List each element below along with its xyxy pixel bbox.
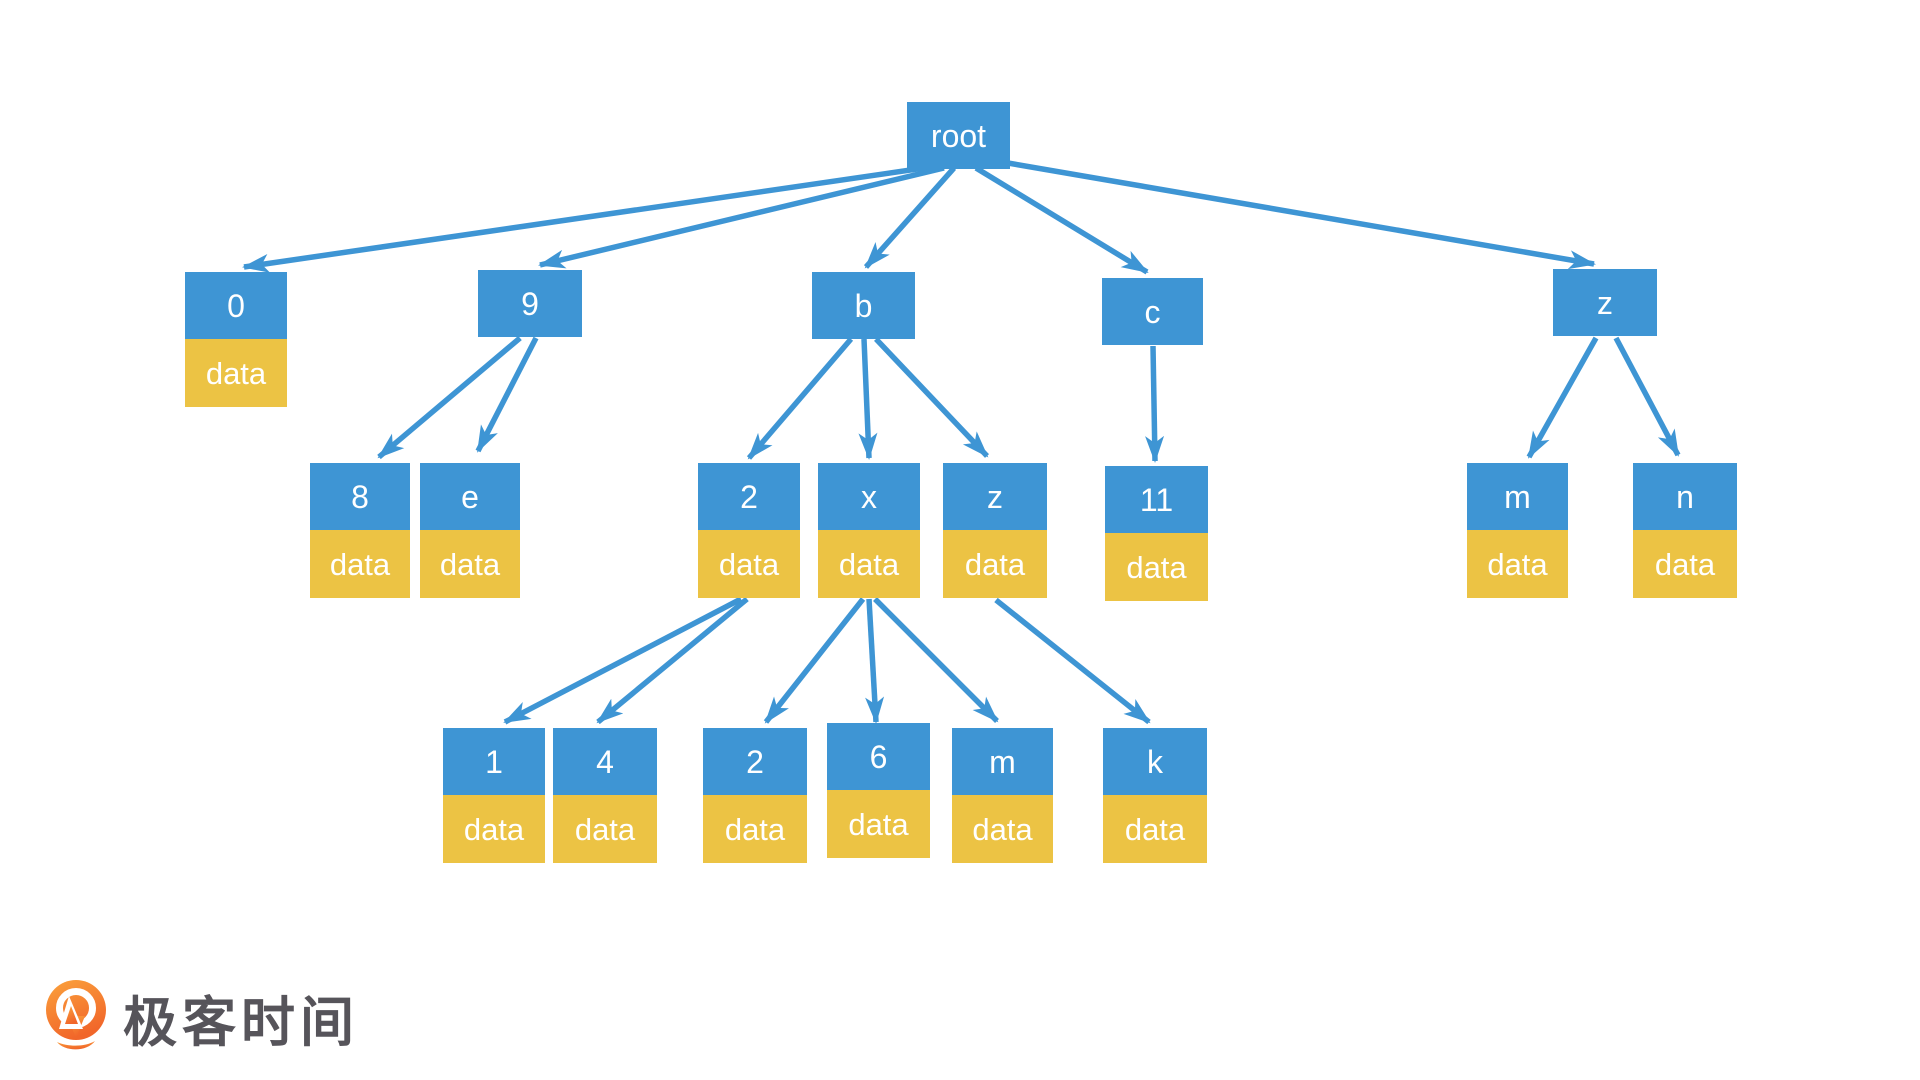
node-data-label: data [553,795,657,863]
edge-z-m [1526,336,1599,459]
node-key-label: k [1103,728,1207,795]
trie-node-0: 0 data [185,272,287,407]
node-key-label: 2 [698,463,800,530]
node-key-label: 6 [827,723,930,790]
node-key-label: n [1633,463,1737,530]
node-data-label: data [185,339,287,407]
trie-node-4: 4 data [553,728,657,863]
edge-c-11 [1145,345,1165,463]
node-key-label: 2 [703,728,807,795]
node-data-label: data [818,530,920,598]
node-data-label: data [443,795,545,863]
edge-root-9 [538,165,945,269]
edge-2-1 [503,596,743,725]
edge-b-x [858,338,878,460]
edge-root-b [863,166,957,269]
node-key-label: 9 [478,270,582,337]
edge-9-8 [377,335,522,460]
edge-x-2 [763,597,866,724]
node-key-label: 1 [443,728,545,795]
trie-node-x: x data [818,463,920,598]
node-key-label: e [420,463,520,530]
trie-node-root: root [907,102,1010,169]
trie-node-m2: m data [952,728,1053,863]
edge-root-c [974,165,1149,275]
trie-node-8: 8 data [310,463,410,598]
edge-x-6 [865,598,885,724]
node-key-label: m [1467,463,1568,530]
node-key-label: b [812,272,915,339]
trie-node-z: z [1553,269,1657,336]
node-data-label: data [827,790,930,858]
trie-node-k: k data [1103,728,1207,863]
node-key-label: 0 [185,272,287,339]
trie-node-c: c [1102,278,1203,345]
trie-node-2b: 2 data [703,728,807,863]
node-data-label: data [1105,533,1208,601]
node-data-label: data [1103,795,1207,863]
node-data-label: data [943,530,1047,598]
node-data-label: data [952,795,1053,863]
trie-node-e: e data [420,463,520,598]
edge-root-z [1001,159,1596,270]
node-key-label: 11 [1105,466,1208,533]
node-key-label: 8 [310,463,410,530]
node-key-label: z [943,463,1047,530]
trie-node-z2: z data [943,463,1047,598]
node-data-label: data [1467,530,1568,598]
trie-node-b: b [812,272,915,339]
edge-z-n [1613,336,1681,457]
trie-node-n: n data [1633,463,1737,598]
edge-9-e [475,336,539,453]
edge-x-m [873,597,999,723]
node-key-label: z [1553,269,1657,336]
trie-node-6: 6 data [827,723,930,858]
node-data-label: data [420,530,520,598]
trie-node-9: 9 [478,270,582,337]
node-data-label: data [698,530,800,598]
geektime-logo-text: 极客时间 [123,993,359,1053]
edge-z2-k [994,597,1151,725]
node-data-label: data [1633,530,1737,598]
geektime-logo-icon [46,980,106,1050]
edge-b-z [874,337,989,458]
edge-root-0 [242,163,939,273]
trie-node-2: 2 data [698,463,800,598]
edge-2-4 [596,596,749,725]
node-key-label: root [907,102,1010,169]
node-data-label: data [703,795,807,863]
trie-node-m: m data [1467,463,1568,598]
trie-node-11: 11 data [1105,466,1208,601]
node-key-label: m [952,728,1053,795]
node-key-label: 4 [553,728,657,795]
node-key-label: c [1102,278,1203,345]
edge-b-2 [746,337,854,460]
node-data-label: data [310,530,410,598]
trie-node-1: 1 data [443,728,545,863]
geektime-logo: 极客时间 [45,980,359,1060]
node-key-label: x [818,463,920,530]
